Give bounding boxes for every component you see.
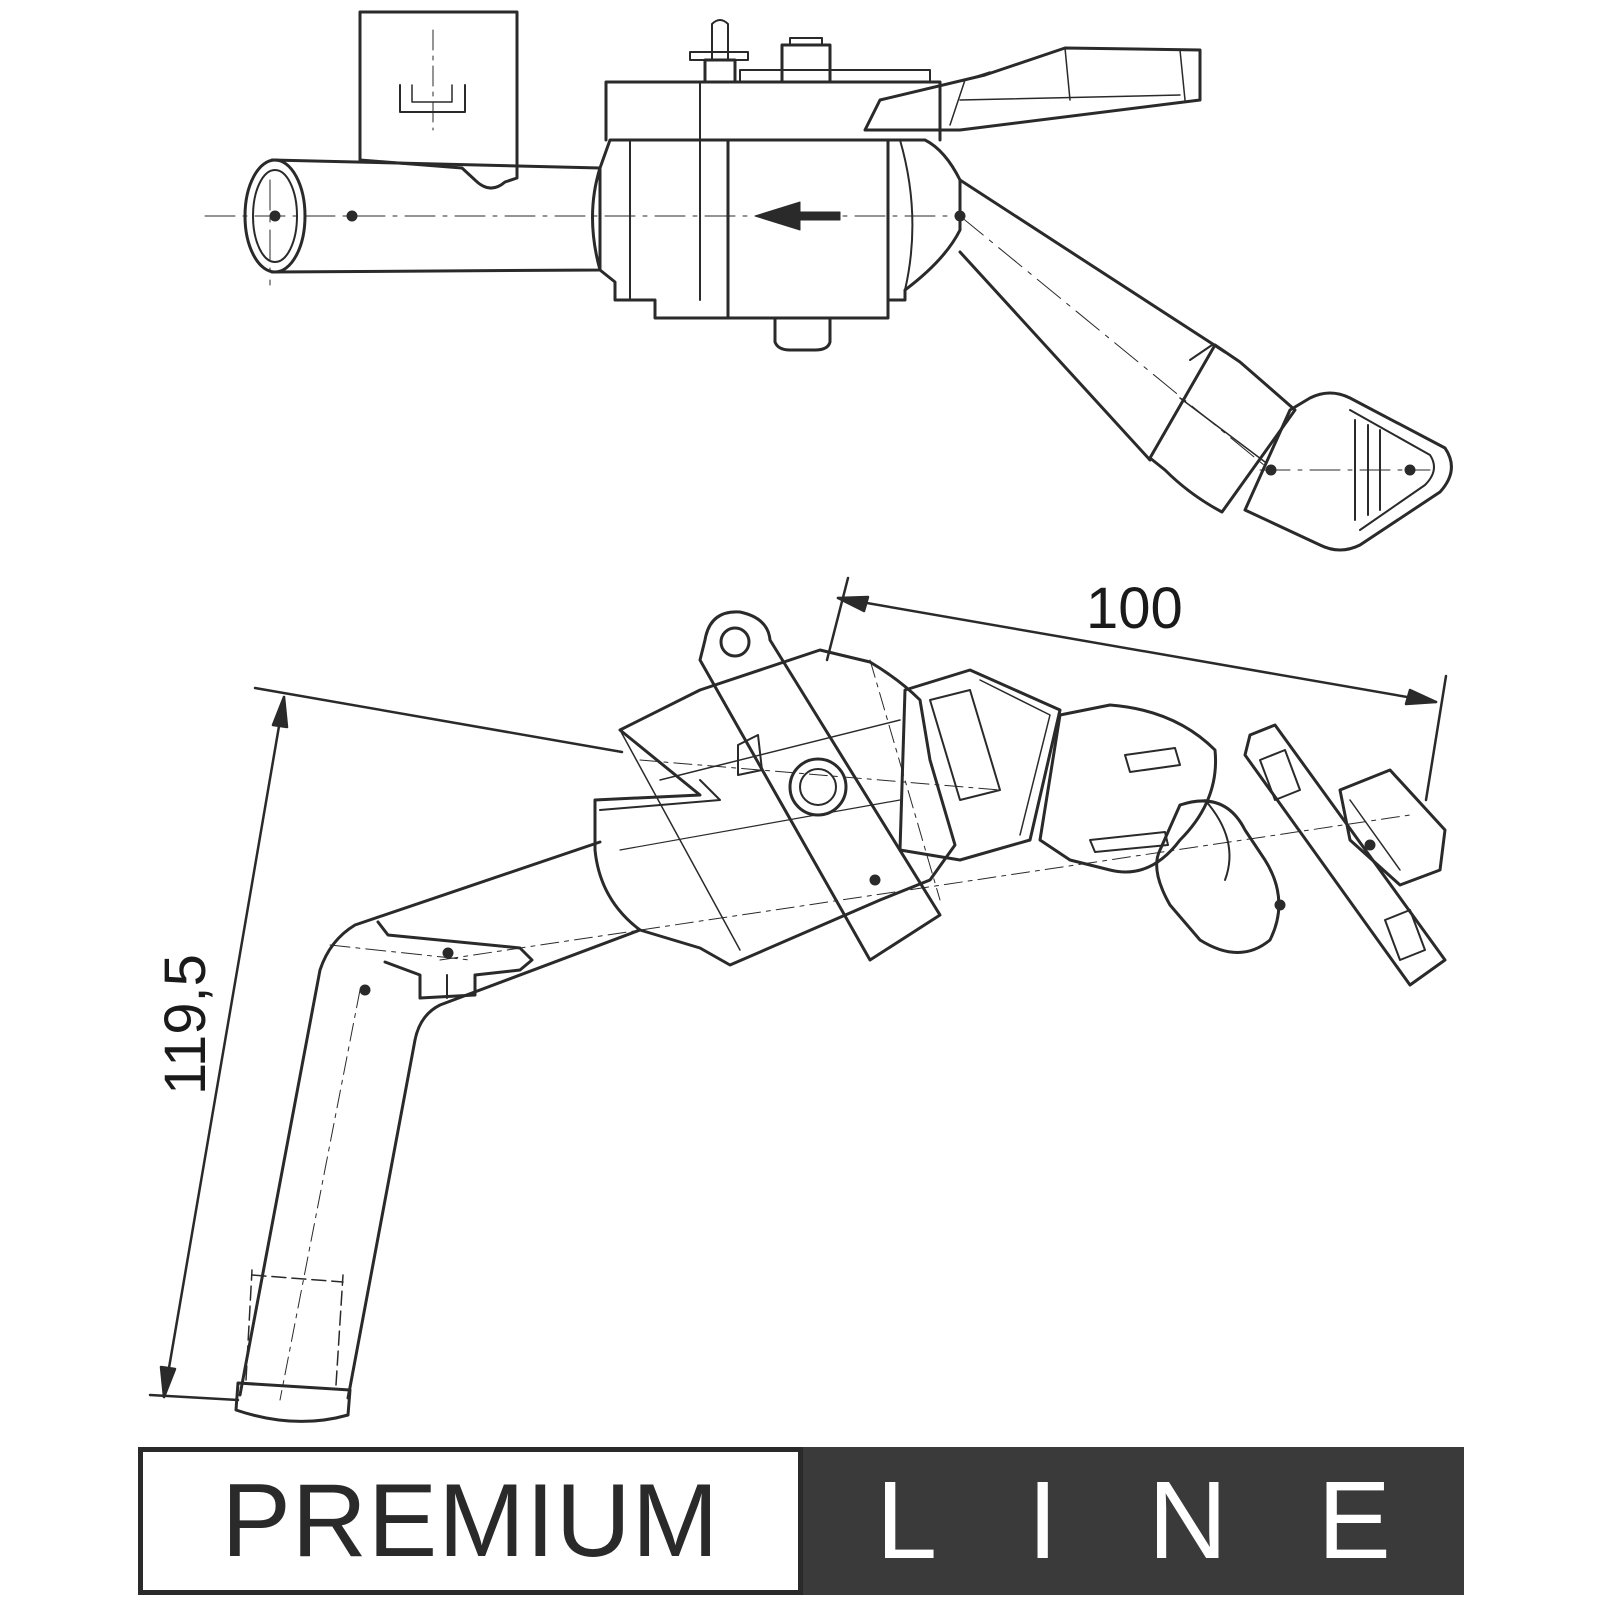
top-valve-body xyxy=(591,138,962,320)
perspective-flange xyxy=(1243,723,1447,987)
perspective-valve-housing xyxy=(593,648,957,967)
dimension-width-label: 100 xyxy=(1086,576,1183,641)
top-angled-pipe xyxy=(958,178,1227,462)
perspective-pipe-end xyxy=(234,1381,352,1423)
top-right-tab xyxy=(863,46,1202,132)
banner-letter-n: N xyxy=(1147,1459,1228,1582)
perspective-elbow xyxy=(1155,799,1281,954)
banner-premium-text: PREMIUM xyxy=(221,1463,720,1579)
perspective-bent-pipe xyxy=(238,840,602,1397)
perspective-mounting-lever xyxy=(698,610,942,962)
banner-letter-i: I xyxy=(1027,1459,1058,1582)
perspective-pipe-clip xyxy=(376,920,534,1000)
dimension-lines xyxy=(148,576,1448,1402)
banner-letter-l: L xyxy=(876,1459,938,1582)
perspective-sensor xyxy=(1338,768,1447,887)
premium-line-banner: PREMIUM L I N E xyxy=(138,1447,1464,1595)
top-cover-plate xyxy=(604,80,942,142)
dimension-height-label: 119,5 xyxy=(153,954,218,1095)
top-pipe-collar xyxy=(1148,343,1297,514)
perspective-outlet-body xyxy=(1038,703,1218,874)
top-bracket xyxy=(358,10,519,190)
perspective-view xyxy=(234,610,1447,1423)
top-view xyxy=(204,10,1453,552)
banner-line-box: L I N E xyxy=(803,1447,1464,1595)
perspective-coupler xyxy=(898,668,1062,862)
top-left-pipe xyxy=(270,158,602,274)
banner-premium-box: PREMIUM xyxy=(138,1447,803,1595)
banner-letter-e: E xyxy=(1317,1459,1391,1582)
top-connector xyxy=(1243,391,1453,552)
